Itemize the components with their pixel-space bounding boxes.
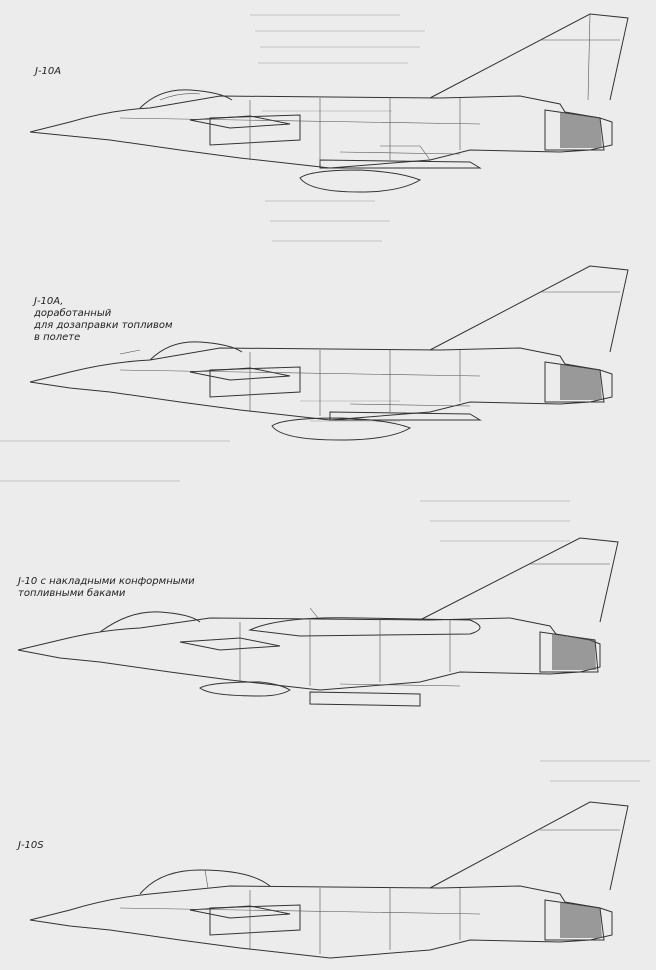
aircraft-j10a-refuel: J-10A, доработанный для дозаправки топли… [0,250,656,470]
caption-line: для дозаправки топливом [34,320,173,331]
aircraft-j10-cft: J-10 с накладными конформными топливными… [0,520,656,740]
caption-line: доработанный [34,308,112,319]
caption-j10a-refuel: J-10A, доработанный для дозаправки топли… [34,296,173,344]
caption-line: J-10 с накладными конформными [18,576,195,587]
caption-line: топливными баками [18,588,126,599]
caption-line: в полете [34,332,81,343]
aircraft-j10a: J-10A [0,0,656,230]
j10s-drawing [29,801,629,959]
caption-line: J-10A, [34,296,64,307]
j10-cft-drawing [17,537,619,707]
caption-j10s: J-10S [18,840,44,851]
caption-j10-cft: J-10 с накладными конформными топливными… [18,576,195,600]
j10a-refuel-drawing [29,265,629,441]
j10a-drawing [29,13,629,193]
aircraft-j10s: J-10S [0,790,656,970]
caption-j10a: J-10A [35,66,62,77]
